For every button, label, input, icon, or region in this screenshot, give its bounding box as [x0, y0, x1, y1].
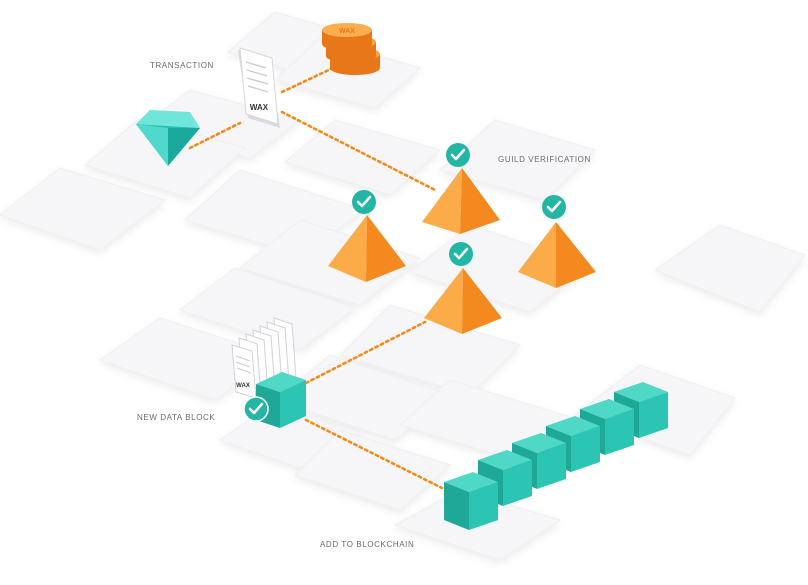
checkmark-icon: [542, 195, 566, 219]
document-logo: WAX: [250, 103, 269, 112]
tile-grid: [0, 11, 806, 561]
checkmark-icon: [243, 396, 269, 422]
tile: [294, 429, 451, 511]
document-stack-logo: WAX: [236, 383, 250, 389]
connector-coins: [280, 66, 335, 94]
label-transaction: TRANSACTION: [150, 61, 214, 70]
connector-block: [304, 320, 427, 385]
checkmark-icon: [449, 242, 473, 266]
check-badges: [352, 143, 566, 266]
blockchain-icon: [444, 382, 668, 530]
coin-logo: WAX: [339, 28, 355, 35]
pyramid-icon: [518, 222, 596, 288]
tile: [98, 317, 277, 401]
label-new-data-block: NEW DATA BLOCK: [137, 413, 216, 422]
checkmark-icon: [352, 190, 376, 214]
gem-icon: [136, 110, 200, 166]
tile: [283, 119, 442, 196]
pyramid-icon: [328, 215, 406, 282]
label-add-to-blockchain: ADD TO BLOCKCHAIN: [320, 540, 415, 549]
label-guild-verification: GUILD VERIFICATION: [498, 155, 591, 164]
connector-chain: [304, 418, 444, 490]
pyramid-icon: [422, 168, 500, 234]
chain-block: [444, 472, 498, 530]
connectors: [188, 66, 444, 490]
coin-stack-icon: WAX: [322, 23, 380, 75]
tile: [653, 224, 806, 313]
coin: WAX: [322, 23, 372, 51]
tile: [178, 267, 357, 351]
checkmark-icon: [446, 143, 470, 167]
transaction-document-icon: WAX: [238, 47, 280, 128]
connector-gem: [188, 121, 242, 150]
tile: [0, 167, 167, 251]
connector-guild: [280, 110, 437, 192]
pyramid-icon: [424, 268, 502, 334]
